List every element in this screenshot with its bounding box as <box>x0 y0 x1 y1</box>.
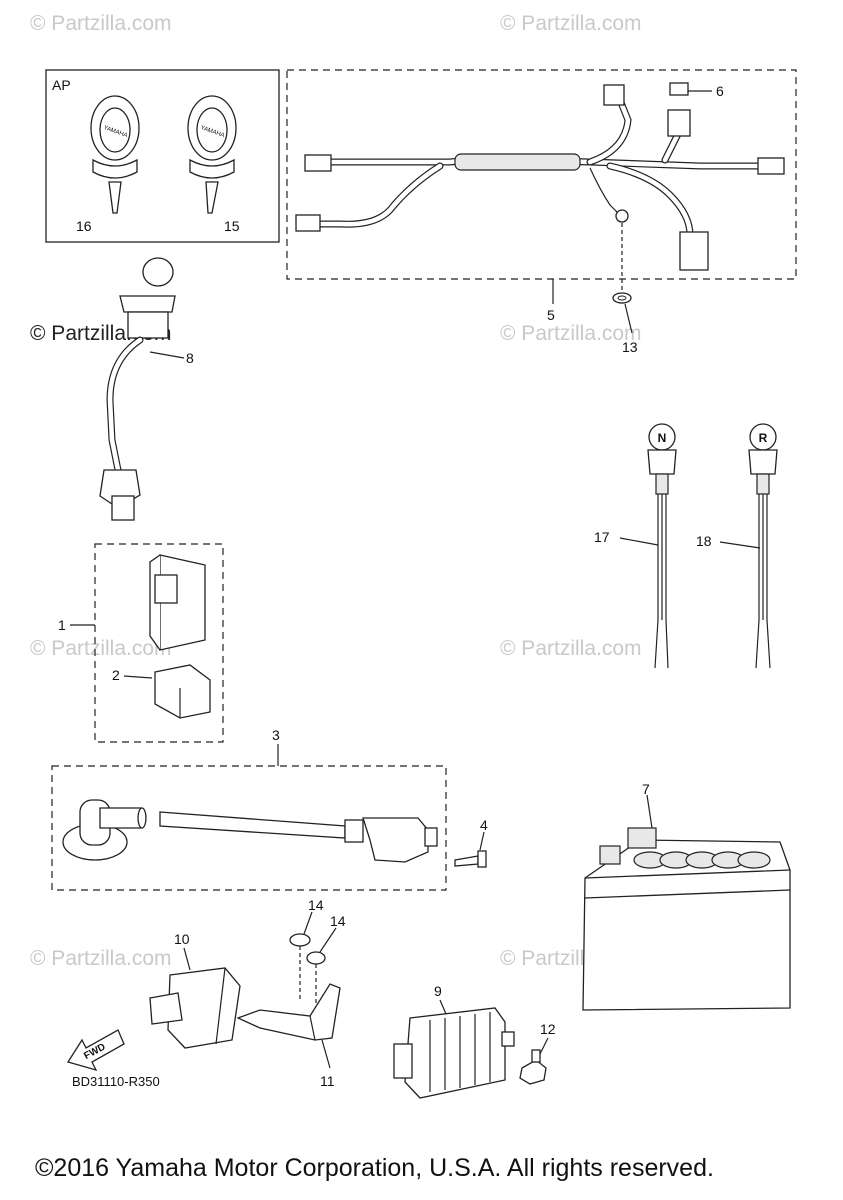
washer-13[interactable] <box>612 223 633 334</box>
spark-plug-cap[interactable] <box>62 799 147 861</box>
bracket-11[interactable] <box>236 983 341 1041</box>
harness-connector-left-upper <box>304 154 332 172</box>
leader-14b <box>319 927 337 953</box>
ap-key-group: AP YAMAHA YAMAHA 16 15 <box>45 69 280 243</box>
screw-14b[interactable] <box>306 951 326 1020</box>
key-16[interactable]: YAMAHA <box>90 95 140 214</box>
callout-8: 8 <box>186 350 194 366</box>
main-switch-8[interactable] <box>99 257 176 521</box>
callout-14b: 14 <box>330 913 346 929</box>
callout-1: 1 <box>58 617 66 633</box>
watermark-bottom-left: © Partzilla.com <box>30 947 172 970</box>
watermark-low-right: © Partzilla.com <box>500 637 642 660</box>
callout-3: 3 <box>272 727 280 743</box>
callout-17: 17 <box>594 529 610 545</box>
callout-7: 7 <box>642 781 650 797</box>
callout-16: 16 <box>76 218 92 234</box>
callout-6: 6 <box>716 83 724 99</box>
leader-9 <box>439 999 447 1015</box>
callout-9: 9 <box>434 983 442 999</box>
callout-5: 5 <box>547 307 555 323</box>
watermark-mid-right: © Partzilla.com <box>500 322 642 345</box>
diagram-code: BD31110-R350 <box>72 1074 160 1089</box>
wire-harness-frame <box>286 69 797 280</box>
harness-connector-right <box>757 157 785 175</box>
fuse-6[interactable] <box>669 82 712 96</box>
leader-11 <box>321 1039 331 1069</box>
callout-13: 13 <box>622 339 638 355</box>
callout-18: 18 <box>696 533 712 549</box>
harness-connector-mid <box>667 109 691 137</box>
switch-18-letter: R <box>759 431 768 445</box>
wire-harness-group: 6 5 <box>286 69 797 323</box>
cdi-group-frame <box>94 543 224 743</box>
battery-7[interactable] <box>582 827 791 1011</box>
watermark-top-right: © Partzilla.com <box>500 12 642 35</box>
neutral-switch-17[interactable]: N <box>647 423 677 669</box>
callout-10: 10 <box>174 931 190 947</box>
callout-14a: 14 <box>308 897 324 913</box>
battery-terminal-pos <box>627 827 657 849</box>
leader-7 <box>646 794 653 829</box>
callout-15: 15 <box>224 218 240 234</box>
battery-terminal-neg <box>599 845 621 865</box>
leader-8 <box>149 351 185 359</box>
screw-14a[interactable] <box>289 933 311 1000</box>
ignition-coil[interactable] <box>159 811 438 863</box>
fwd-arrow-icon: FWD <box>66 1029 125 1072</box>
leader-4 <box>479 831 485 851</box>
cdi-group: 1 2 <box>58 543 224 743</box>
leader-2 <box>123 675 153 679</box>
callout-11: 11 <box>320 1073 335 1089</box>
leader-18 <box>719 541 761 549</box>
bolt-4[interactable] <box>454 850 487 868</box>
ignition-coil-group: 3 4 <box>51 727 488 891</box>
relay-2[interactable] <box>154 664 211 719</box>
bolt-12[interactable] <box>519 1049 547 1085</box>
rectifier-regulator-9[interactable] <box>393 1007 515 1099</box>
leader-12 <box>539 1037 549 1055</box>
leader-10 <box>183 947 191 971</box>
key-15[interactable]: YAMAHA <box>187 95 237 214</box>
watermark-top-left: © Partzilla.com <box>30 12 172 35</box>
relay-10[interactable] <box>149 967 241 1049</box>
harness-connector-top <box>603 84 625 106</box>
watermark-low-left: © Partzilla.com <box>30 637 172 660</box>
callout-12: 12 <box>540 1021 556 1037</box>
reverse-switch-18[interactable]: R <box>748 423 778 669</box>
callout-2: 2 <box>112 667 120 683</box>
leader-17 <box>619 537 659 546</box>
callout-4: 4 <box>480 817 488 833</box>
wire-harness[interactable] <box>295 84 785 271</box>
battery-cell-caps <box>633 851 771 869</box>
harness-coupler-large <box>679 231 709 271</box>
cdi-unit[interactable] <box>149 554 206 651</box>
switch-17-letter: N <box>658 431 667 445</box>
harness-connector-left-lower <box>295 214 321 232</box>
ignition-coil-frame <box>51 765 447 891</box>
harness-ground-terminal <box>615 209 629 223</box>
ap-group-frame <box>45 69 280 243</box>
ap-label: AP <box>52 77 71 93</box>
harness-sleeve <box>454 153 581 171</box>
copyright-footer: ©2016 Yamaha Motor Corporation, U.S.A. A… <box>35 1154 714 1182</box>
leader-14a <box>303 911 313 935</box>
